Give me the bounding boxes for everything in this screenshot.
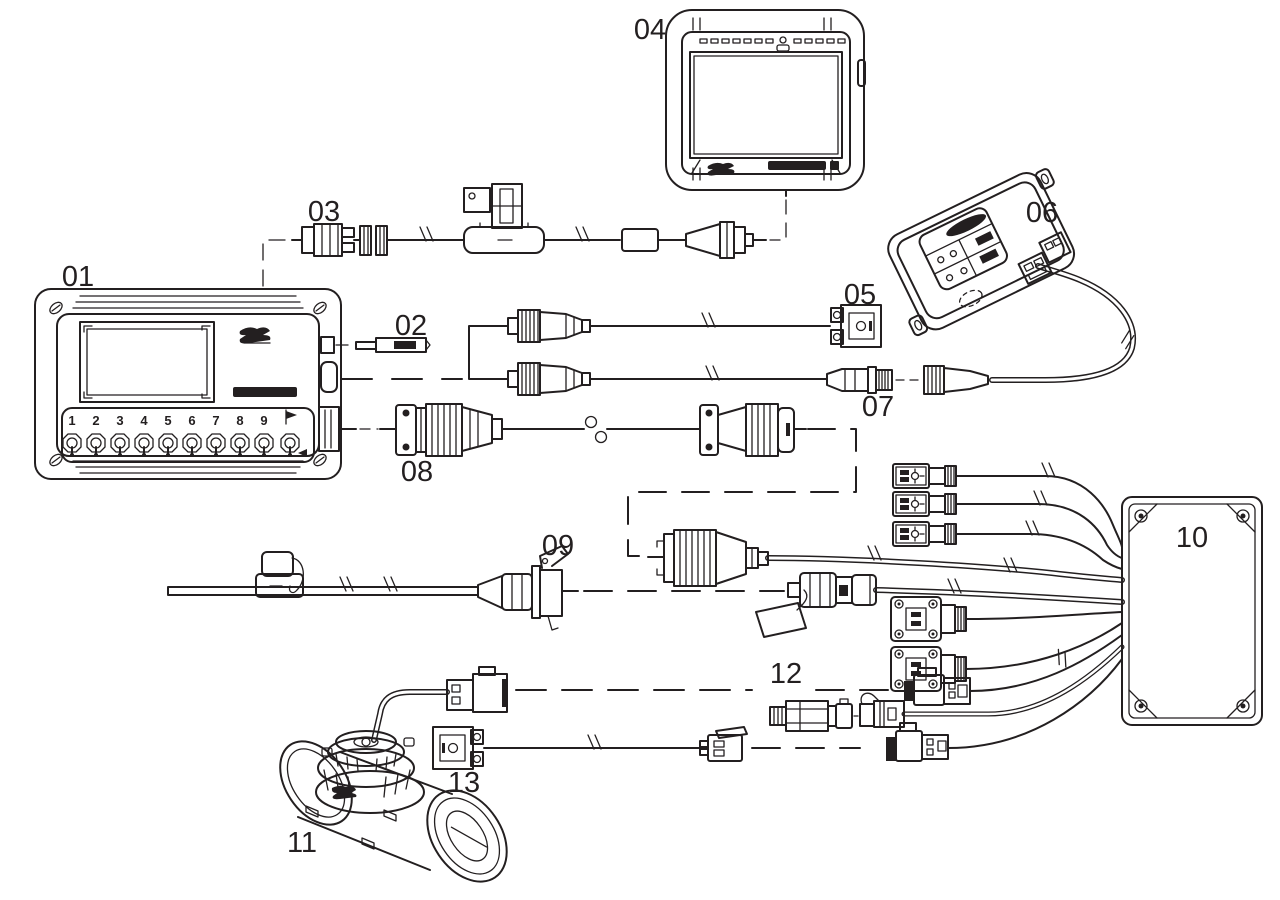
switch-label-8: 8 <box>236 413 243 428</box>
fuse-holder <box>255 551 304 598</box>
sensor-mating-connector <box>859 692 905 728</box>
part-06-receiver-module <box>887 168 1076 337</box>
switch-label-9: 9 <box>260 413 267 428</box>
part-11-control-valve <box>279 666 508 883</box>
mount-bracket <box>463 183 523 229</box>
harness-wires <box>765 462 1125 749</box>
part-label-11: 11 <box>287 827 317 859</box>
part-09-power-cable <box>167 545 785 631</box>
part-label-03: 03 <box>308 196 340 228</box>
part-10-junction-box <box>647 462 1263 762</box>
part-label-12: 12 <box>770 658 802 690</box>
valve-left-flange <box>279 740 353 826</box>
cable-end-connector <box>699 726 748 762</box>
display-vents <box>699 36 846 52</box>
part-13-sensor-cable <box>432 726 861 770</box>
switch-label-4: 4 <box>140 413 148 428</box>
console-screen <box>79 321 215 403</box>
console-port-3 <box>318 406 340 452</box>
part-label-10: 10 <box>1176 522 1208 554</box>
tag <box>755 602 807 638</box>
console-port-2 <box>320 361 338 393</box>
cable-loop <box>584 415 598 429</box>
switch-label-3: 3 <box>116 413 123 428</box>
teejet-logo <box>331 785 357 800</box>
part-label-13: 13 <box>448 767 480 799</box>
master-switch-icon <box>285 409 297 425</box>
switch-label-6: 6 <box>188 413 195 428</box>
valve-right-flange <box>426 789 508 883</box>
part-02-terminator-plug <box>335 337 431 353</box>
teejet-logo <box>239 327 271 344</box>
valve-connector <box>446 666 508 713</box>
part-label-07: 07 <box>862 391 894 423</box>
part-12-pressure-sensor <box>515 689 905 732</box>
harness-latch-connector <box>904 667 971 706</box>
switch-label-2: 2 <box>92 413 99 428</box>
harness-power-plug <box>755 572 877 638</box>
console-switches <box>62 433 300 458</box>
part-07-connector-pair <box>507 263 1138 396</box>
part-label-05: 05 <box>844 279 876 311</box>
switch-label-1: 1 <box>68 413 75 428</box>
part-label-09: 09 <box>542 530 574 562</box>
part-label-01: 01 <box>62 261 94 293</box>
part-08-extension-cable <box>338 403 857 557</box>
switch-label-7: 7 <box>212 413 219 428</box>
part-label-02: 02 <box>395 310 427 342</box>
part-04-display-monitor <box>665 9 866 241</box>
harness-bottom-connector <box>886 722 949 762</box>
model-badge <box>233 387 297 397</box>
part-label-08: 08 <box>401 456 433 488</box>
model-badge <box>768 161 826 170</box>
switch-label-5: 5 <box>164 413 171 428</box>
part-03-signal-cable <box>262 183 767 287</box>
latch-lever <box>539 545 569 631</box>
console-port-1 <box>320 336 335 354</box>
ferrite <box>621 228 659 252</box>
panel-corner-icon <box>298 449 307 457</box>
part-label-06: 06 <box>1026 197 1058 229</box>
part-label-04: 04 <box>634 14 666 46</box>
display-screen <box>689 51 843 159</box>
part-05-speed-sensor <box>341 304 882 380</box>
harness-round-connector <box>647 529 769 587</box>
valve-motor <box>315 730 425 814</box>
part-01-switch-console: 1 2 3 4 5 6 7 8 9 <box>34 288 342 480</box>
teejet-logo <box>707 162 735 176</box>
